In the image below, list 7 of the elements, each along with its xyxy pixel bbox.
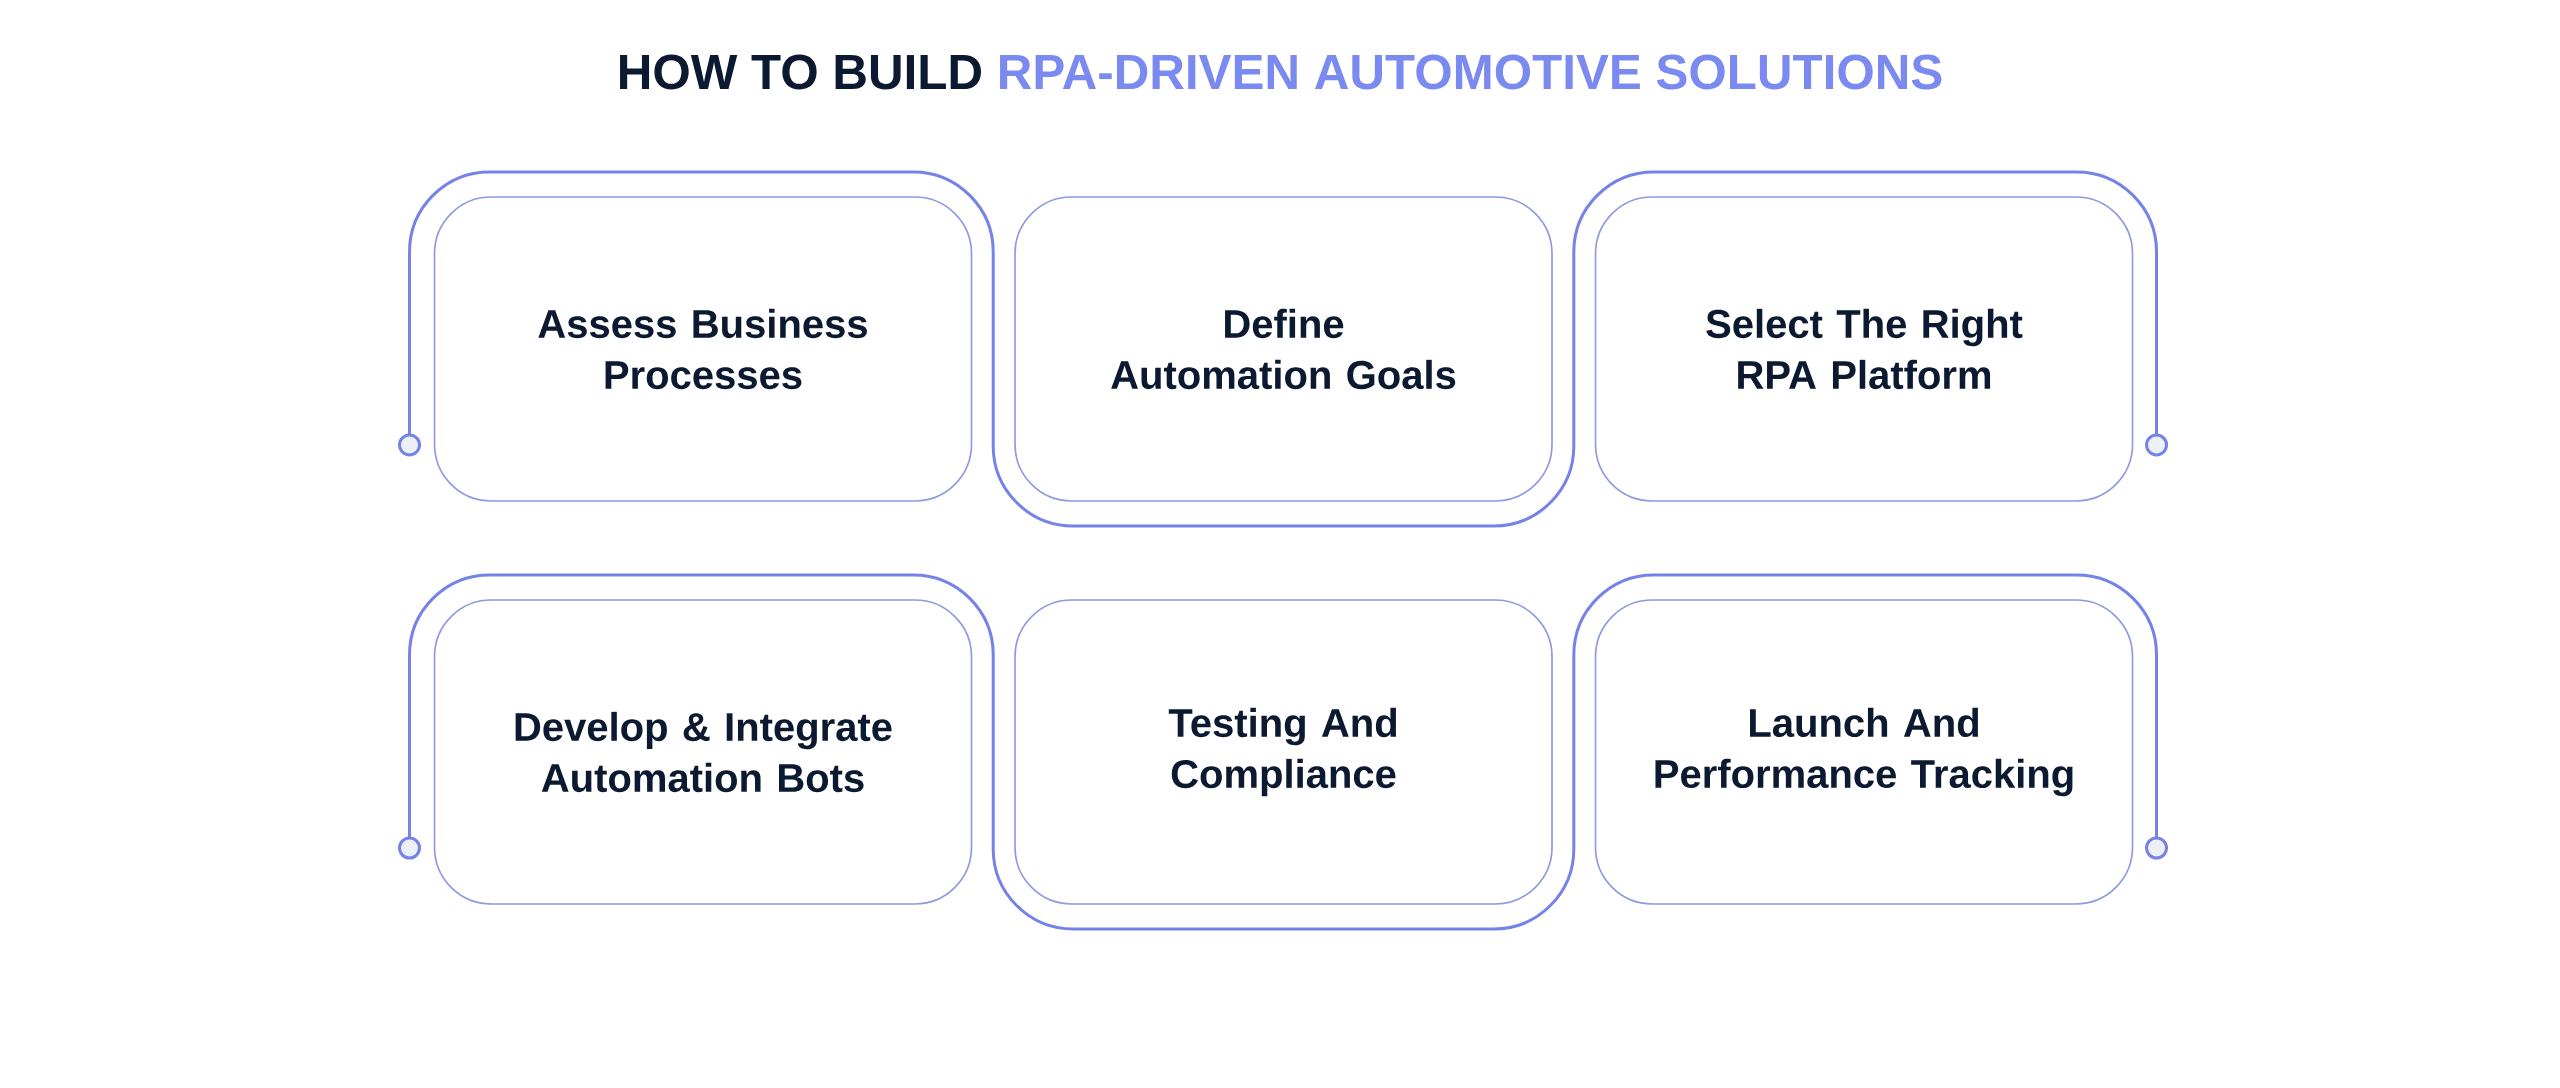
title: HOW TO BUILD RPA-DRIVEN AUTOMOTIVE SOLUTIONS <box>620 54 1942 90</box>
step-box: Assess Business Processes <box>433 196 973 502</box>
step-box: Launch And Performance Tracking <box>1594 599 2134 905</box>
step-box: Testing And Compliance <box>1014 599 1553 905</box>
step-box: Develop & Integrate Automation Bots <box>433 599 973 905</box>
step-box: Define Automation Goals <box>1014 196 1553 502</box>
step-box: Select The Right RPA Platform <box>1594 196 2134 502</box>
